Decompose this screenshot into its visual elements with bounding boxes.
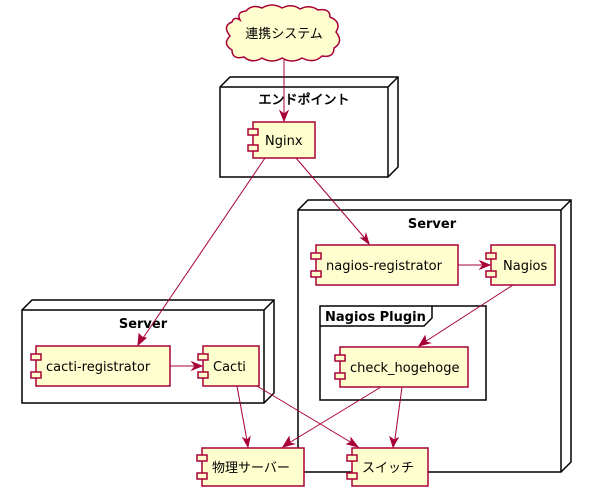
cloud-label: 連携システム <box>245 26 323 42</box>
node-server-left-title: Server <box>119 317 168 332</box>
component-physical-server-label: 物理サーバー <box>212 461 290 476</box>
component-tab-icon <box>346 472 358 480</box>
component-tab-icon <box>485 252 497 260</box>
component-cacti-registrator-label: cacti-registrator <box>46 360 151 375</box>
component-cacti-label: Cacti <box>213 360 246 375</box>
component-tab-icon <box>346 454 358 462</box>
component-tab-icon <box>197 353 209 361</box>
component-nagios-registrator: nagios-registrator <box>310 244 459 286</box>
frame-nagios-plugin-title: Nagios Plugin <box>325 310 426 325</box>
cloud-integration-system: 連携システム <box>225 4 341 62</box>
frame-nagios-plugin: Nagios Plugin <box>319 305 487 401</box>
edge-cacti-to-physical-server <box>236 385 251 449</box>
component-nagios: Nagios <box>485 244 556 286</box>
component-tab-icon <box>334 372 346 380</box>
component-switch: スイッチ <box>346 447 429 487</box>
component-check-hogehoge-label: check_hogehoge <box>350 361 459 376</box>
edge-nginx-to-cacti-registrator <box>137 157 266 347</box>
component-tab-icon <box>196 454 208 462</box>
edge-cloud-to-nginx <box>278 60 290 123</box>
node-server-right-title: Server <box>408 217 457 232</box>
component-nagios-label: Nagios <box>503 259 548 274</box>
component-tab-icon <box>485 270 497 278</box>
component-nginx-label: Nginx <box>265 134 303 149</box>
component-tab-icon <box>247 128 259 136</box>
component-tab-icon <box>247 144 259 152</box>
component-physical-server: 物理サーバー <box>196 447 305 487</box>
component-tab-icon <box>310 252 322 260</box>
edge-nginx-to-nagios-registrator <box>295 157 370 246</box>
component-cacti: Cacti <box>197 345 260 387</box>
edge-cacti-registrator-to-cacti <box>170 360 204 372</box>
edge-cacti-to-switch <box>256 385 360 448</box>
component-tab-icon <box>30 353 42 361</box>
component-cacti-registrator: cacti-registrator <box>30 345 171 387</box>
component-nginx: Nginx <box>247 121 316 159</box>
component-tab-icon <box>334 354 346 362</box>
edge-nagios-registrator-to-nagios <box>458 259 492 271</box>
component-tab-icon <box>30 371 42 379</box>
component-check-hogehoge: check_hogehoge <box>334 346 469 388</box>
edge-check-hogehoge-to-switch <box>389 386 403 449</box>
component-switch-label: スイッチ <box>362 461 414 476</box>
component-tab-icon <box>197 371 209 379</box>
component-tab-icon <box>196 472 208 480</box>
edges <box>137 60 514 449</box>
edge-check-hogehoge-to-physical-server <box>281 386 382 448</box>
component-nagios-registrator-label: nagios-registrator <box>326 259 443 274</box>
node-endpoint-title: エンドポイント <box>258 92 349 108</box>
component-tab-icon <box>310 270 322 278</box>
frame-nagios-plugin-outline <box>319 305 487 401</box>
edge-nagios-to-check-hogehoge <box>417 284 514 347</box>
cloud-shape <box>225 4 341 62</box>
